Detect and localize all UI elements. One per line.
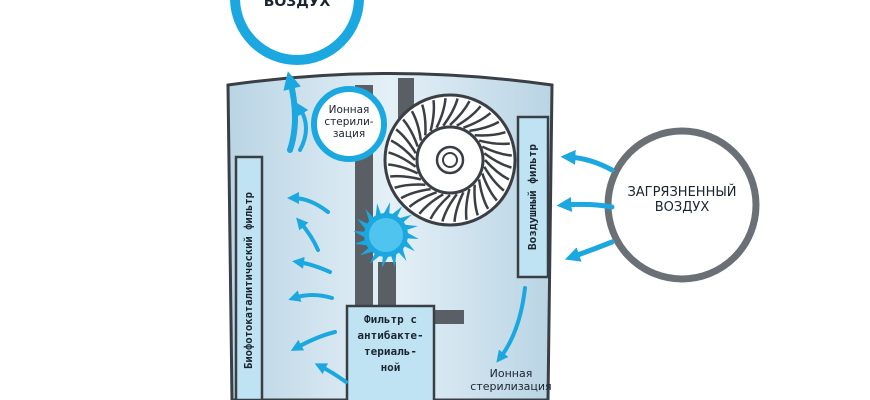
polluted-air-label-line2: ВОЗДУХ: [654, 199, 710, 215]
fan-blade: [421, 104, 427, 136]
inner-arrows: [287, 102, 348, 384]
fan-blade: [483, 152, 512, 169]
outflow-arrow: [283, 71, 301, 153]
fan-blade: [456, 105, 482, 127]
biophotocatalytic-filter-panel: [234, 155, 264, 400]
ion-sterilization-bubble: [311, 86, 387, 162]
ion-sterilization-top-line1: Ионная: [328, 104, 370, 116]
antibacterial-filter-line1: Фильтр с: [364, 313, 417, 326]
fan-blade: [435, 98, 447, 129]
fan-blade: [390, 174, 422, 181]
air-filter-label: Воздушный фильтр: [526, 144, 539, 250]
fan-blade: [478, 139, 510, 146]
down-arrow: [496, 286, 527, 363]
ion-sterilization-top-label: Ионная стерили- зация: [314, 104, 384, 140]
biophotocatalytic-filter-label: Биофотокаталитический фильтр: [243, 191, 255, 369]
fan-blade: [418, 193, 444, 215]
polluted-air-label: ЗАГРЯЗНЕННЫЙ ВОЗДУХ: [608, 185, 756, 216]
fan-blade: [429, 100, 436, 132]
fan-blade: [442, 98, 459, 127]
antibacterial-filter-line4: ной: [380, 360, 401, 374]
uv-ray: [382, 202, 390, 216]
fan-blade: [395, 128, 417, 154]
partition-ledge: [430, 310, 464, 324]
fan-icon: [383, 93, 517, 227]
fan-blade: [388, 151, 417, 168]
fan-blade: [400, 187, 431, 200]
partition-bottom: [378, 262, 396, 312]
clean-air-label: ВОЗДУХ: [263, 0, 331, 10]
uv-ray: [353, 231, 367, 239]
antibacterial-filter-label: Фильтр с антибакте- териаль- ной: [347, 312, 434, 376]
fan-blade: [484, 159, 510, 181]
fan-blade: [473, 184, 479, 216]
ion-sterilization-bottom-label: Ионная стерилизация: [456, 367, 566, 393]
uv-lamp-icon: [353, 202, 419, 268]
uv-ray: [405, 231, 419, 239]
fan-blade: [410, 110, 423, 141]
uv-ray: [382, 254, 390, 268]
air-filter-panel: [516, 115, 550, 279]
ion-sterilization-top-line2: стерили-: [324, 116, 374, 129]
fan-blade: [469, 120, 500, 133]
clean-air-bubble: [230, 0, 364, 65]
fan-blade: [474, 131, 506, 137]
fan-blade: [483, 166, 505, 192]
ion-sterilization-bottom-line2: стерилизация: [470, 379, 552, 393]
antibacterial-filter-panel: [345, 304, 436, 400]
antibacterial-filter-line3: териаль-: [364, 344, 417, 358]
ion-sterilization-bottom-line1: Ионная: [489, 367, 533, 380]
fan-blade: [408, 191, 438, 208]
fan-blade: [429, 194, 451, 220]
polluted-air-label-line1: ЗАГРЯЗНЕННЫЙ: [627, 185, 737, 200]
antibacterial-filter-line2: антибакте-: [357, 328, 424, 342]
fan-blade: [453, 191, 465, 222]
fan-blade: [462, 112, 492, 129]
fan-blade: [464, 188, 471, 220]
fan-blade: [477, 179, 490, 210]
fan-blade: [402, 118, 419, 148]
fan-blade: [394, 183, 426, 189]
fan-blade: [481, 172, 498, 202]
fan-blade: [441, 193, 458, 222]
fan-blade: [388, 163, 419, 175]
inflow-arrows: [556, 149, 615, 262]
fan-blade: [449, 100, 471, 126]
ion-sterilization-top-line3: зация: [332, 128, 366, 141]
fan-blade: [390, 139, 416, 161]
fan-blade: [481, 145, 512, 157]
